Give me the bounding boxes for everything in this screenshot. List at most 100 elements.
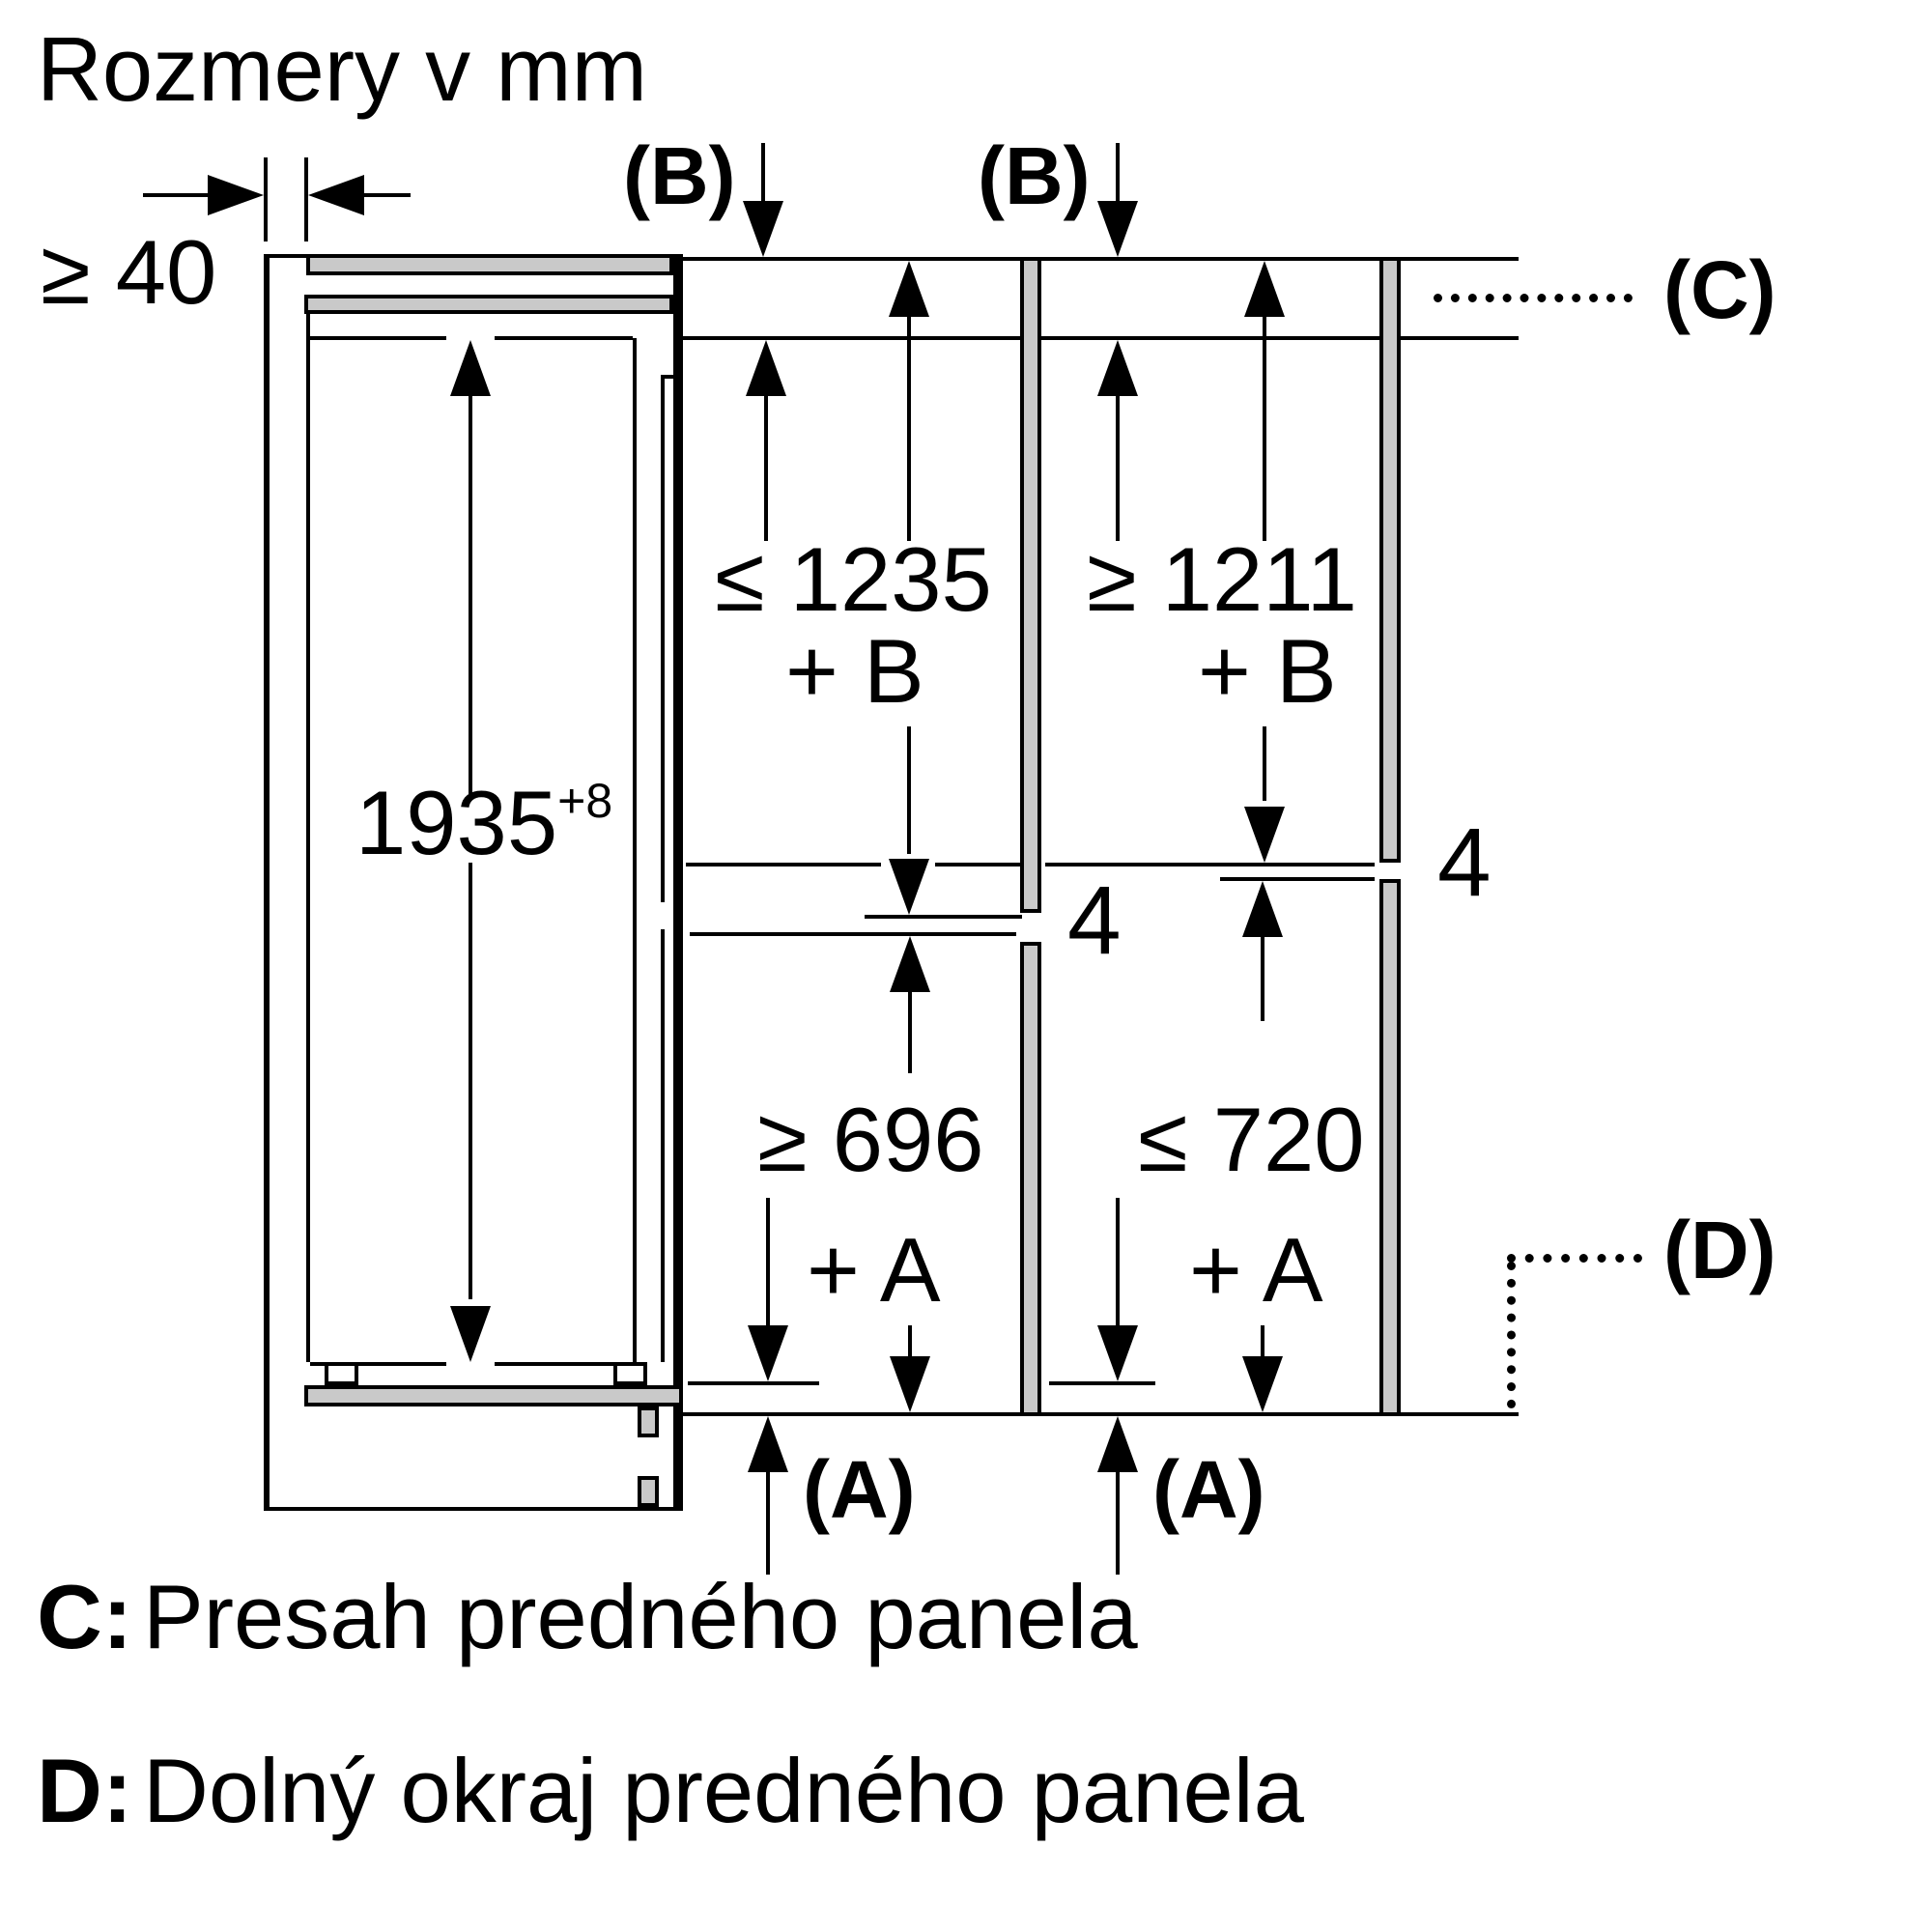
wall-dim-tick-left [264,157,268,242]
col2-top-dim-suffix: + B [1198,620,1337,722]
ref-c-label: (C) [1663,244,1776,335]
cabinet-bottom-line [264,1507,683,1511]
legend-c-text: Presah predného panela [143,1566,1138,1667]
divider-line-col1-b [935,863,1022,867]
col1-inner-line-upper [764,396,768,541]
niche-height-tolerance: +8 [557,773,613,828]
appliance-bottom-line-right [495,1362,633,1366]
ref-d-label: (D) [1663,1205,1776,1295]
col1-bottom-dim-line-lower [908,1325,912,1358]
diagram-title: Rozmery v mm [37,18,647,120]
front-panel-2-upper [1379,257,1401,863]
plinth-panel [304,1385,683,1406]
legend-d-text: Dolný okraj predného panela [143,1740,1304,1841]
front-panel-1-lower [1020,942,1041,1416]
col2-inner-line-lower [1116,1198,1120,1328]
col2-bottom-dim-line-lower [1261,1325,1264,1358]
b2-arrow-down-icon [1097,201,1138,257]
niche-height-value: 1935 [355,772,558,873]
b1-arrow-line [761,143,765,205]
b1-arrow-down-icon [743,201,783,257]
legend-d-key: D: [37,1740,133,1841]
col1-top-dim-value: ≤ 1235 [715,528,992,630]
door-front-line-lower [661,929,665,1362]
panel-gap-label-1: 4 [1067,867,1122,975]
col1-top-dim-arrow-up-icon [889,261,929,317]
col2-inner-line-upper [1116,396,1120,541]
divider-line-col1-d [690,932,1016,936]
appliance-front-line [633,338,637,1362]
divider-line-col1-a [686,863,881,867]
niche-height-line-upper [469,396,472,794]
wall-thickness-label: ≥ 40 [41,221,217,323]
cabinet-left-wall [264,254,270,1511]
col1-bottom-dim-suffix: + A [807,1219,941,1321]
appliance-foot-left [325,1362,358,1385]
ref-b-label-2: (B) [978,130,1091,221]
col2-top-dim-arrow-down-icon [1244,807,1285,863]
plinth-bracket-lower [638,1476,659,1507]
col2-bottom-dim-line-upper [1261,937,1264,1021]
niche-top-line-right [495,336,633,340]
col2-top-dim-line-lower [1263,726,1266,801]
divider-line-col2-b [1220,877,1375,881]
cabinet-top-panel [306,254,673,275]
col1-bottom-dim-value: ≥ 696 [757,1089,984,1190]
ref-b-label-1: (B) [623,130,736,221]
door-front-line-upper [661,375,665,902]
divider-line-col1-c [865,915,1022,919]
col1-top-dim-line-lower [907,726,911,854]
col2-top-dim-line-upper [1263,317,1266,541]
ref-d-dotted-line-vertical [1507,1262,1516,1408]
col2-top-dim-arrow-up-icon [1244,261,1285,317]
plinth-bracket-upper [638,1406,659,1437]
appliance-bottom-ref-col2 [1049,1381,1155,1385]
col2-inner-arrow-up-icon [1097,340,1138,396]
panel-gap-label-2: 4 [1437,809,1492,917]
niche-height-arrow-down-icon [450,1306,491,1362]
niche-height-label: 1935+8 [355,777,612,868]
ref-a-label-2: (A) [1152,1444,1265,1535]
appliance-top-panel [304,295,673,314]
door-top-edge [661,375,673,379]
ref-a-label-1: (A) [803,1444,916,1535]
cabinet-right-wall [673,254,683,1511]
a2-arrow-line [1116,1472,1120,1575]
cabinet-top-stub [264,254,310,258]
col1-bottom-dim-line-upper [908,992,912,1073]
a1-arrow-up-icon [748,1416,788,1472]
col2-bottom-dim-suffix: + A [1189,1219,1323,1321]
divider-line-col2-a [1045,863,1375,867]
legend-c-key: C: [37,1566,133,1667]
b2-arrow-line [1116,143,1120,205]
front-panel-1-upper [1020,257,1041,913]
col2-top-dim-value: ≥ 1211 [1087,528,1357,630]
appliance-bottom-ref-col1 [688,1381,819,1385]
col1-bottom-dim-arrow-up-icon [890,936,930,992]
front-panel-2-lower [1379,879,1401,1416]
col1-top-dim-arrow-down-icon [889,859,929,915]
appliance-bottom-line-left [310,1362,446,1366]
ref-d-dotted-line-horizontal [1507,1254,1642,1263]
col1-inner-arrow-up-icon [746,340,786,396]
wall-dim-arrow-right-icon [208,175,264,215]
niche-height-arrow-up-icon [450,340,491,396]
col2-inner-arrow-down-icon [1097,1325,1138,1381]
panel-bottom-edge-line [683,1412,1519,1416]
wall-dim-line-right [353,193,411,197]
col1-top-dim-line-upper [907,317,911,541]
niche-top-line-left [310,336,446,340]
a1-arrow-line [766,1472,770,1575]
panel-top-edge-line [683,257,1519,261]
col2-bottom-dim-value: ≤ 720 [1138,1089,1365,1190]
wall-dim-line-left [143,193,217,197]
cabinet-inner-left-wall [306,314,310,1362]
col1-bottom-dim-arrow-down-icon [890,1356,930,1412]
appliance-foot-right [613,1362,647,1385]
ref-c-dotted-line [1434,294,1633,302]
wall-dim-tick-right [304,157,308,242]
col2-bottom-dim-arrow-down-icon [1242,1356,1283,1412]
col2-bottom-dim-arrow-up-icon [1242,881,1283,937]
niche-top-reference-line [683,336,1519,340]
